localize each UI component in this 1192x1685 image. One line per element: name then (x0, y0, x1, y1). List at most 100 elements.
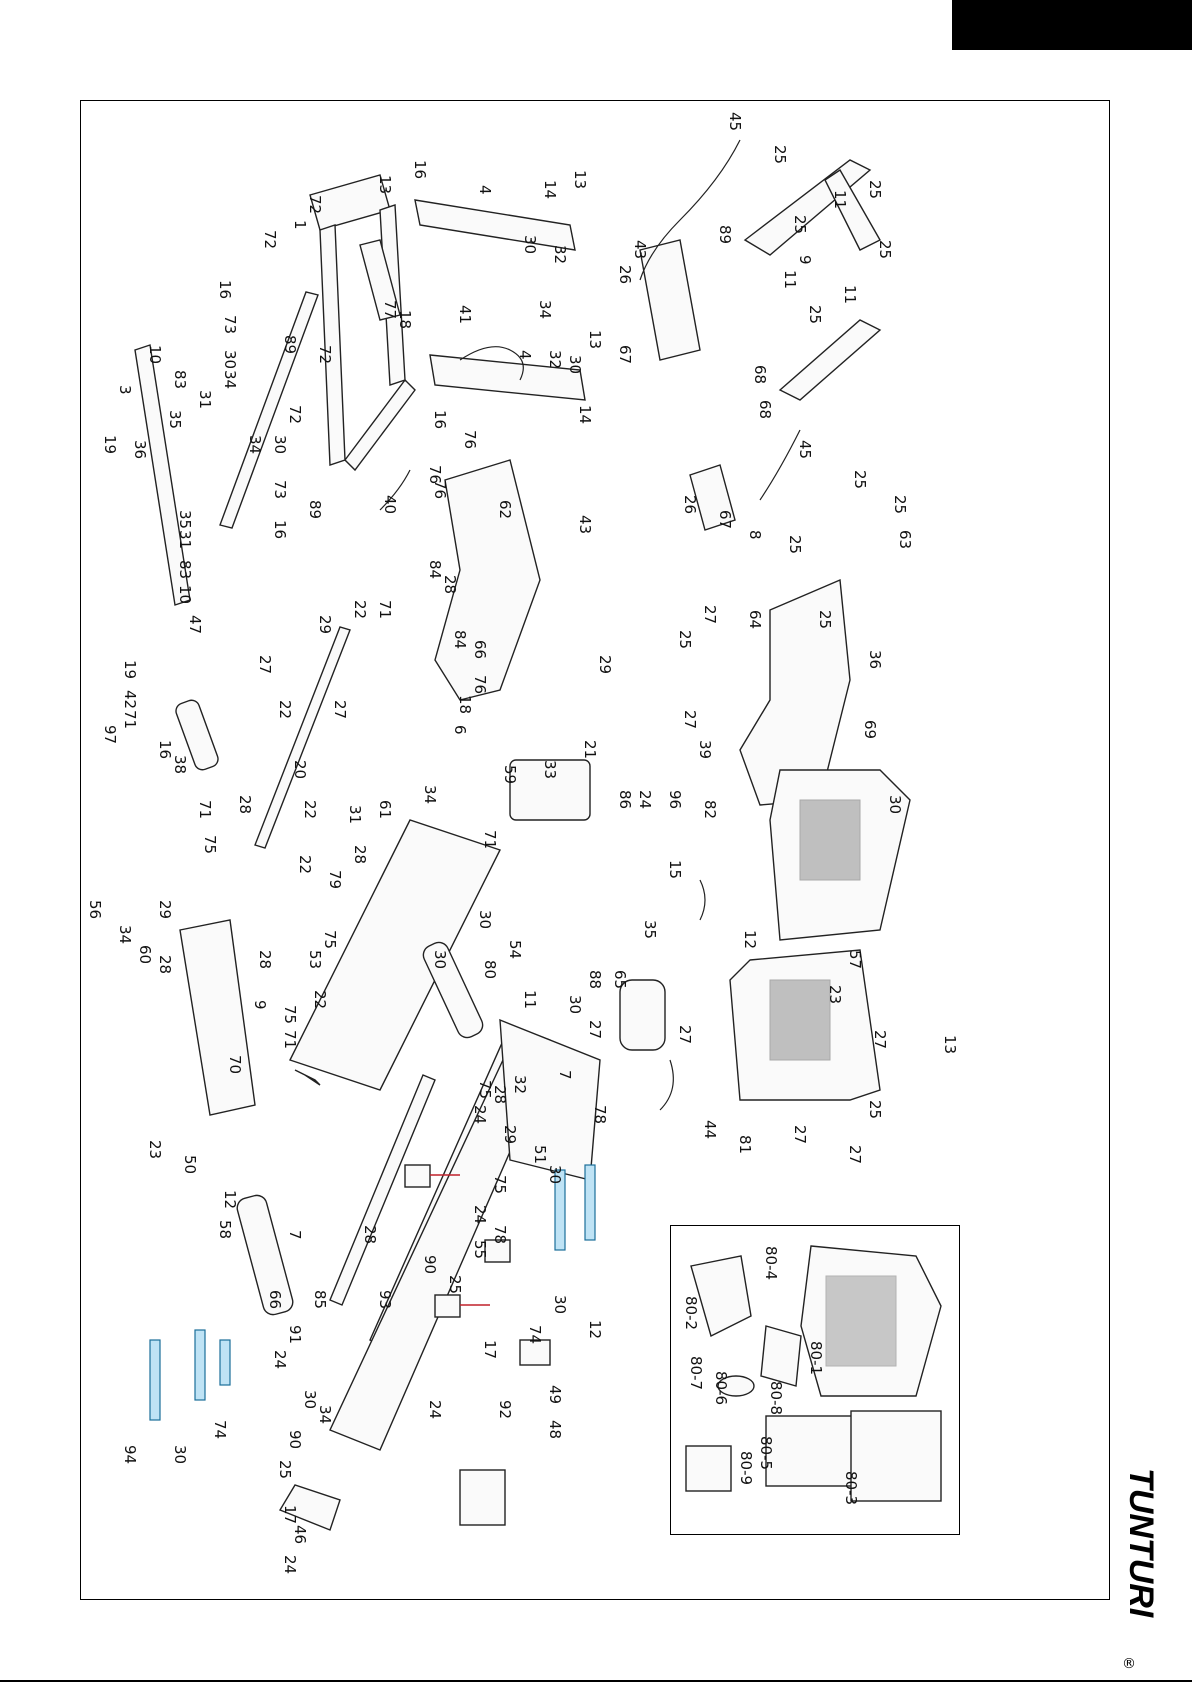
part-label: 75 (491, 1175, 509, 1194)
part-label: 71 (481, 830, 499, 849)
part-label: 29 (596, 655, 614, 674)
part-label: 25 (866, 1100, 884, 1119)
part-label: 23 (826, 985, 844, 1004)
part-label: 16 (216, 280, 234, 299)
part-label: 6 (451, 725, 469, 735)
part-label: 66 (266, 1290, 284, 1309)
part-label: 12 (221, 1190, 239, 1209)
part-label: 93 (376, 1290, 394, 1309)
part-label: 77 (381, 300, 399, 319)
part-label: 62 (496, 500, 514, 519)
part-label: 30 (566, 995, 584, 1014)
running-belt (289, 819, 501, 1091)
part-label: 24 (426, 1400, 444, 1419)
part-label: 13 (941, 1035, 959, 1054)
part-label: 81 (736, 1135, 754, 1154)
part-label: 28 (236, 795, 254, 814)
part-label: 40 (381, 495, 399, 514)
small-boxes (404, 1164, 551, 1526)
part-label: 48 (546, 1420, 564, 1439)
part-label: 28 (491, 1085, 509, 1104)
part-label: 45 (796, 440, 814, 459)
inset-label: 80-9 (737, 1451, 755, 1485)
brand-name: TUNTURI (1122, 1468, 1160, 1619)
part-label: 74 (211, 1420, 229, 1439)
part-label: 78 (591, 1105, 609, 1124)
part-label: 7 (286, 1230, 304, 1240)
part-label: 4 (516, 350, 534, 360)
part-label: 67 (616, 345, 634, 364)
part-label: 18 (396, 310, 414, 329)
part-label: 31 (346, 805, 364, 824)
part-label: 34 (536, 300, 554, 319)
part-label: 36 (131, 440, 149, 459)
diagram-frame (80, 100, 1110, 1600)
part-label: 64 (746, 610, 764, 629)
part-label: 90 (421, 1255, 439, 1274)
part-label: 22 (311, 990, 329, 1009)
part-label: 9 (796, 255, 814, 265)
part-label: 16 (411, 160, 429, 179)
brand-logo: TUNTURI ® (1112, 1468, 1172, 1678)
part-label: 84 (426, 560, 444, 579)
part-label: 72 (286, 405, 304, 424)
part-label: 30 (521, 235, 539, 254)
motor (509, 759, 666, 1051)
uprights (414, 199, 736, 531)
part-label: 25 (816, 610, 834, 629)
part-label: 27 (256, 655, 274, 674)
part-label: 28 (156, 955, 174, 974)
part-label: 14 (541, 180, 559, 199)
part-label: 54 (506, 940, 524, 959)
deck-frame (278, 1018, 601, 1531)
part-label: 84 (451, 630, 469, 649)
part-label: 30 (221, 350, 239, 369)
part-label: 24 (471, 1205, 489, 1224)
bottom-rule (0, 1680, 1192, 1682)
part-label: 83 (171, 370, 189, 389)
part-label: 28 (351, 845, 369, 864)
part-label: 27 (676, 1025, 694, 1044)
part-label: 24 (281, 1555, 299, 1574)
part-label: 76 (461, 430, 479, 449)
part-label: 47 (186, 615, 204, 634)
part-label: 13 (586, 330, 604, 349)
part-label: 89 (716, 225, 734, 244)
part-label: 26 (616, 265, 634, 284)
part-label: 27 (331, 700, 349, 719)
part-label: 55 (471, 1240, 489, 1259)
part-label: 89 (281, 335, 299, 354)
part-label: 82 (701, 800, 719, 819)
part-label: 86 (616, 790, 634, 809)
part-label: 68 (756, 400, 774, 419)
part-label: 71 (121, 710, 139, 729)
part-label: 71 (376, 600, 394, 619)
inset-label: 80-7 (687, 1356, 705, 1390)
part-label: 76 (431, 480, 449, 499)
part-label: 44 (701, 1120, 719, 1139)
part-label: 34 (316, 1405, 334, 1424)
part-label: 66 (471, 640, 489, 659)
part-label: 30 (546, 1165, 564, 1184)
part-label: 18 (456, 695, 474, 714)
part-label: 35 (166, 410, 184, 429)
part-label: 10 (146, 345, 164, 364)
part-label: 25 (446, 1275, 464, 1294)
part-label: 27 (871, 1030, 889, 1049)
part-label: 94 (121, 1445, 139, 1464)
part-label: 25 (276, 1460, 294, 1479)
part-label: 75 (321, 930, 339, 949)
part-label: 75 (476, 1080, 494, 1099)
part-label: 70 (226, 1055, 244, 1074)
part-label: 35 (641, 920, 659, 939)
part-label: 60 (136, 945, 154, 964)
part-label: 46 (291, 1525, 309, 1544)
part-label: 27 (681, 710, 699, 729)
part-label: 92 (496, 1400, 514, 1419)
part-label: 39 (696, 740, 714, 759)
part-label: 27 (791, 1125, 809, 1144)
part-label: 30 (431, 950, 449, 969)
part-label: 8 (746, 530, 764, 540)
registered-mark: ® (1122, 1656, 1136, 1672)
part-label: 85 (311, 1290, 329, 1309)
